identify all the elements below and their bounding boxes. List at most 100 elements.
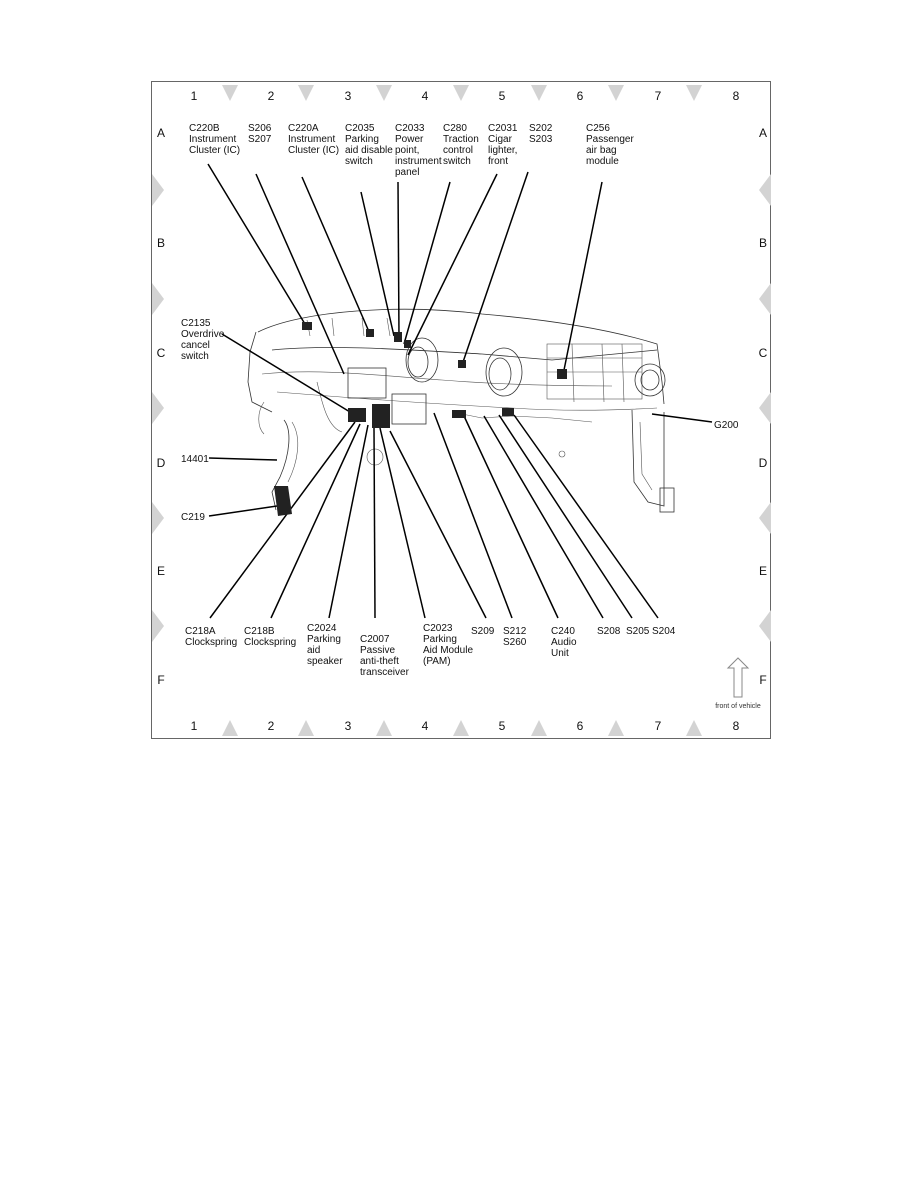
leader-c280 [403, 181, 451, 345]
callout-c220b: C220B Instrument Cluster (IC) [189, 123, 240, 156]
grid-marker-top [222, 85, 238, 101]
leader-s209 [389, 430, 487, 619]
leader-c218a [209, 421, 356, 619]
wiring-location-diagram: 1 2 3 4 5 6 7 8 1 2 3 4 5 6 7 8 A B C D … [151, 81, 771, 739]
row-label-right: B [759, 236, 767, 250]
grid-marker-bottom [608, 720, 624, 736]
leader-c218b [270, 423, 361, 619]
callout-c219: C219 [181, 512, 205, 523]
connector-c2033 [394, 332, 402, 342]
leader-c240 [463, 415, 559, 619]
col-label-bottom: 1 [191, 719, 198, 733]
callout-14401: 14401 [181, 454, 209, 465]
connector-c280 [404, 340, 411, 348]
connector-s202 [458, 360, 466, 368]
leader-s208 [483, 415, 604, 619]
leader-c2024 [328, 424, 369, 619]
col-label-bottom: 6 [577, 719, 584, 733]
row-label-left: A [157, 126, 165, 140]
grid-marker-right [759, 610, 771, 642]
col-label-top: 8 [733, 89, 740, 103]
grid-marker-top [531, 85, 547, 101]
grid-marker-top [298, 85, 314, 101]
grid-marker-left [152, 174, 164, 206]
callout-s204: S204 [652, 626, 676, 637]
col-label-bottom: 5 [499, 719, 506, 733]
front-of-vehicle-indicator: front of vehicle [715, 657, 761, 710]
connector-c219 [274, 486, 292, 516]
row-label-left: B [157, 236, 165, 250]
col-label-bottom: 2 [268, 719, 275, 733]
col-label-bottom: 3 [345, 719, 352, 733]
up-arrow-icon [726, 657, 750, 698]
row-label-right: C [759, 346, 768, 360]
leader-lines [207, 163, 713, 619]
col-label-top: 2 [268, 89, 275, 103]
grid-marker-bottom [686, 720, 702, 736]
front-of-vehicle-label: front of vehicle [715, 703, 761, 710]
connector-markers [274, 322, 567, 516]
callout-c218a: C218A Clockspring [185, 626, 237, 648]
callout-c240: C240 Audio Unit [551, 626, 579, 659]
leader-c2033 [397, 181, 400, 338]
callout-s208: S208 [597, 626, 621, 637]
grid-marker-left [152, 610, 164, 642]
leader-c2007 [373, 427, 376, 619]
callout-s212: S212 S260 [503, 626, 529, 648]
callout-c220a: C220A Instrument Cluster (IC) [288, 123, 339, 156]
connector-c256 [557, 369, 567, 379]
grid-row-labels-right: A B C D E F [759, 126, 768, 687]
callout-s209: S209 [471, 626, 495, 637]
grid-marker-right [759, 283, 771, 315]
grid-marker-right [759, 502, 771, 534]
grid-marker-left [152, 502, 164, 534]
leader-14401 [208, 457, 278, 461]
connector-cluster [348, 408, 366, 422]
col-label-top: 3 [345, 89, 352, 103]
row-label-left: D [157, 456, 166, 470]
callout-c2135: C2135 Overdrive cancel switch [181, 318, 227, 362]
grid-marker-bottom [222, 720, 238, 736]
leader-c2031 [407, 173, 498, 356]
row-label-right: A [759, 126, 767, 140]
grid-marker-right [759, 174, 771, 206]
row-label-right: E [759, 564, 767, 578]
callout-c2031: C2031 Cigar lighter, front [488, 123, 520, 167]
leader-c2035 [360, 191, 395, 337]
grid-marker-left [152, 392, 164, 424]
row-label-right: D [759, 456, 768, 470]
col-label-top: 4 [422, 89, 429, 103]
leader-c220a [301, 176, 371, 335]
callout-c218b: C218B Clockspring [244, 626, 296, 648]
row-label-left: E [157, 564, 165, 578]
grid-marker-right [759, 392, 771, 424]
connector-c220b [302, 322, 312, 330]
grid-column-labels-top: 1 2 3 4 5 6 7 8 [191, 89, 740, 103]
leader-g200 [651, 413, 713, 423]
leader-c2135 [221, 333, 351, 413]
grid-marker-top [453, 85, 469, 101]
leader-c219 [208, 505, 278, 517]
col-label-top: 7 [655, 89, 662, 103]
leader-s205 [498, 414, 633, 619]
col-label-top: 6 [577, 89, 584, 103]
callout-c2033: C2033 Power point, instrument panel [395, 123, 444, 178]
col-label-top: 1 [191, 89, 198, 103]
col-label-bottom: 4 [422, 719, 429, 733]
callout-c2007: C2007 Passive anti-theft transceiver [360, 634, 410, 678]
grid-marker-bottom [531, 720, 547, 736]
grid-marker-top [608, 85, 624, 101]
callout-c256: C256 Passenger air bag module [586, 123, 637, 167]
grid-marker-left [152, 283, 164, 315]
callout-g200: G200 [714, 420, 739, 431]
row-label-left: F [157, 673, 164, 687]
connector-s204 [502, 408, 514, 416]
callout-s202: S202 S203 [529, 123, 555, 145]
leader-c256 [562, 181, 603, 376]
col-label-top: 5 [499, 89, 506, 103]
row-label-left: C [157, 346, 166, 360]
connector-c240 [452, 410, 466, 418]
grid-marker-bottom [298, 720, 314, 736]
callout-c280: C280 Traction control switch [443, 123, 482, 167]
grid-row-labels-left: A B C D E F [157, 126, 166, 687]
